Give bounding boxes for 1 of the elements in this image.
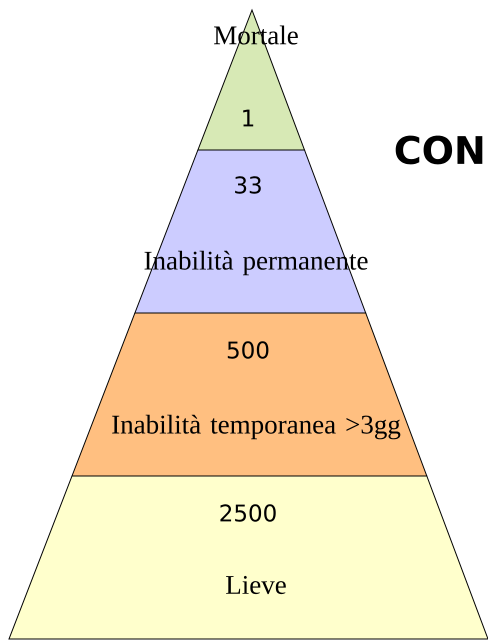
heading-text: CON [396,136,482,164]
